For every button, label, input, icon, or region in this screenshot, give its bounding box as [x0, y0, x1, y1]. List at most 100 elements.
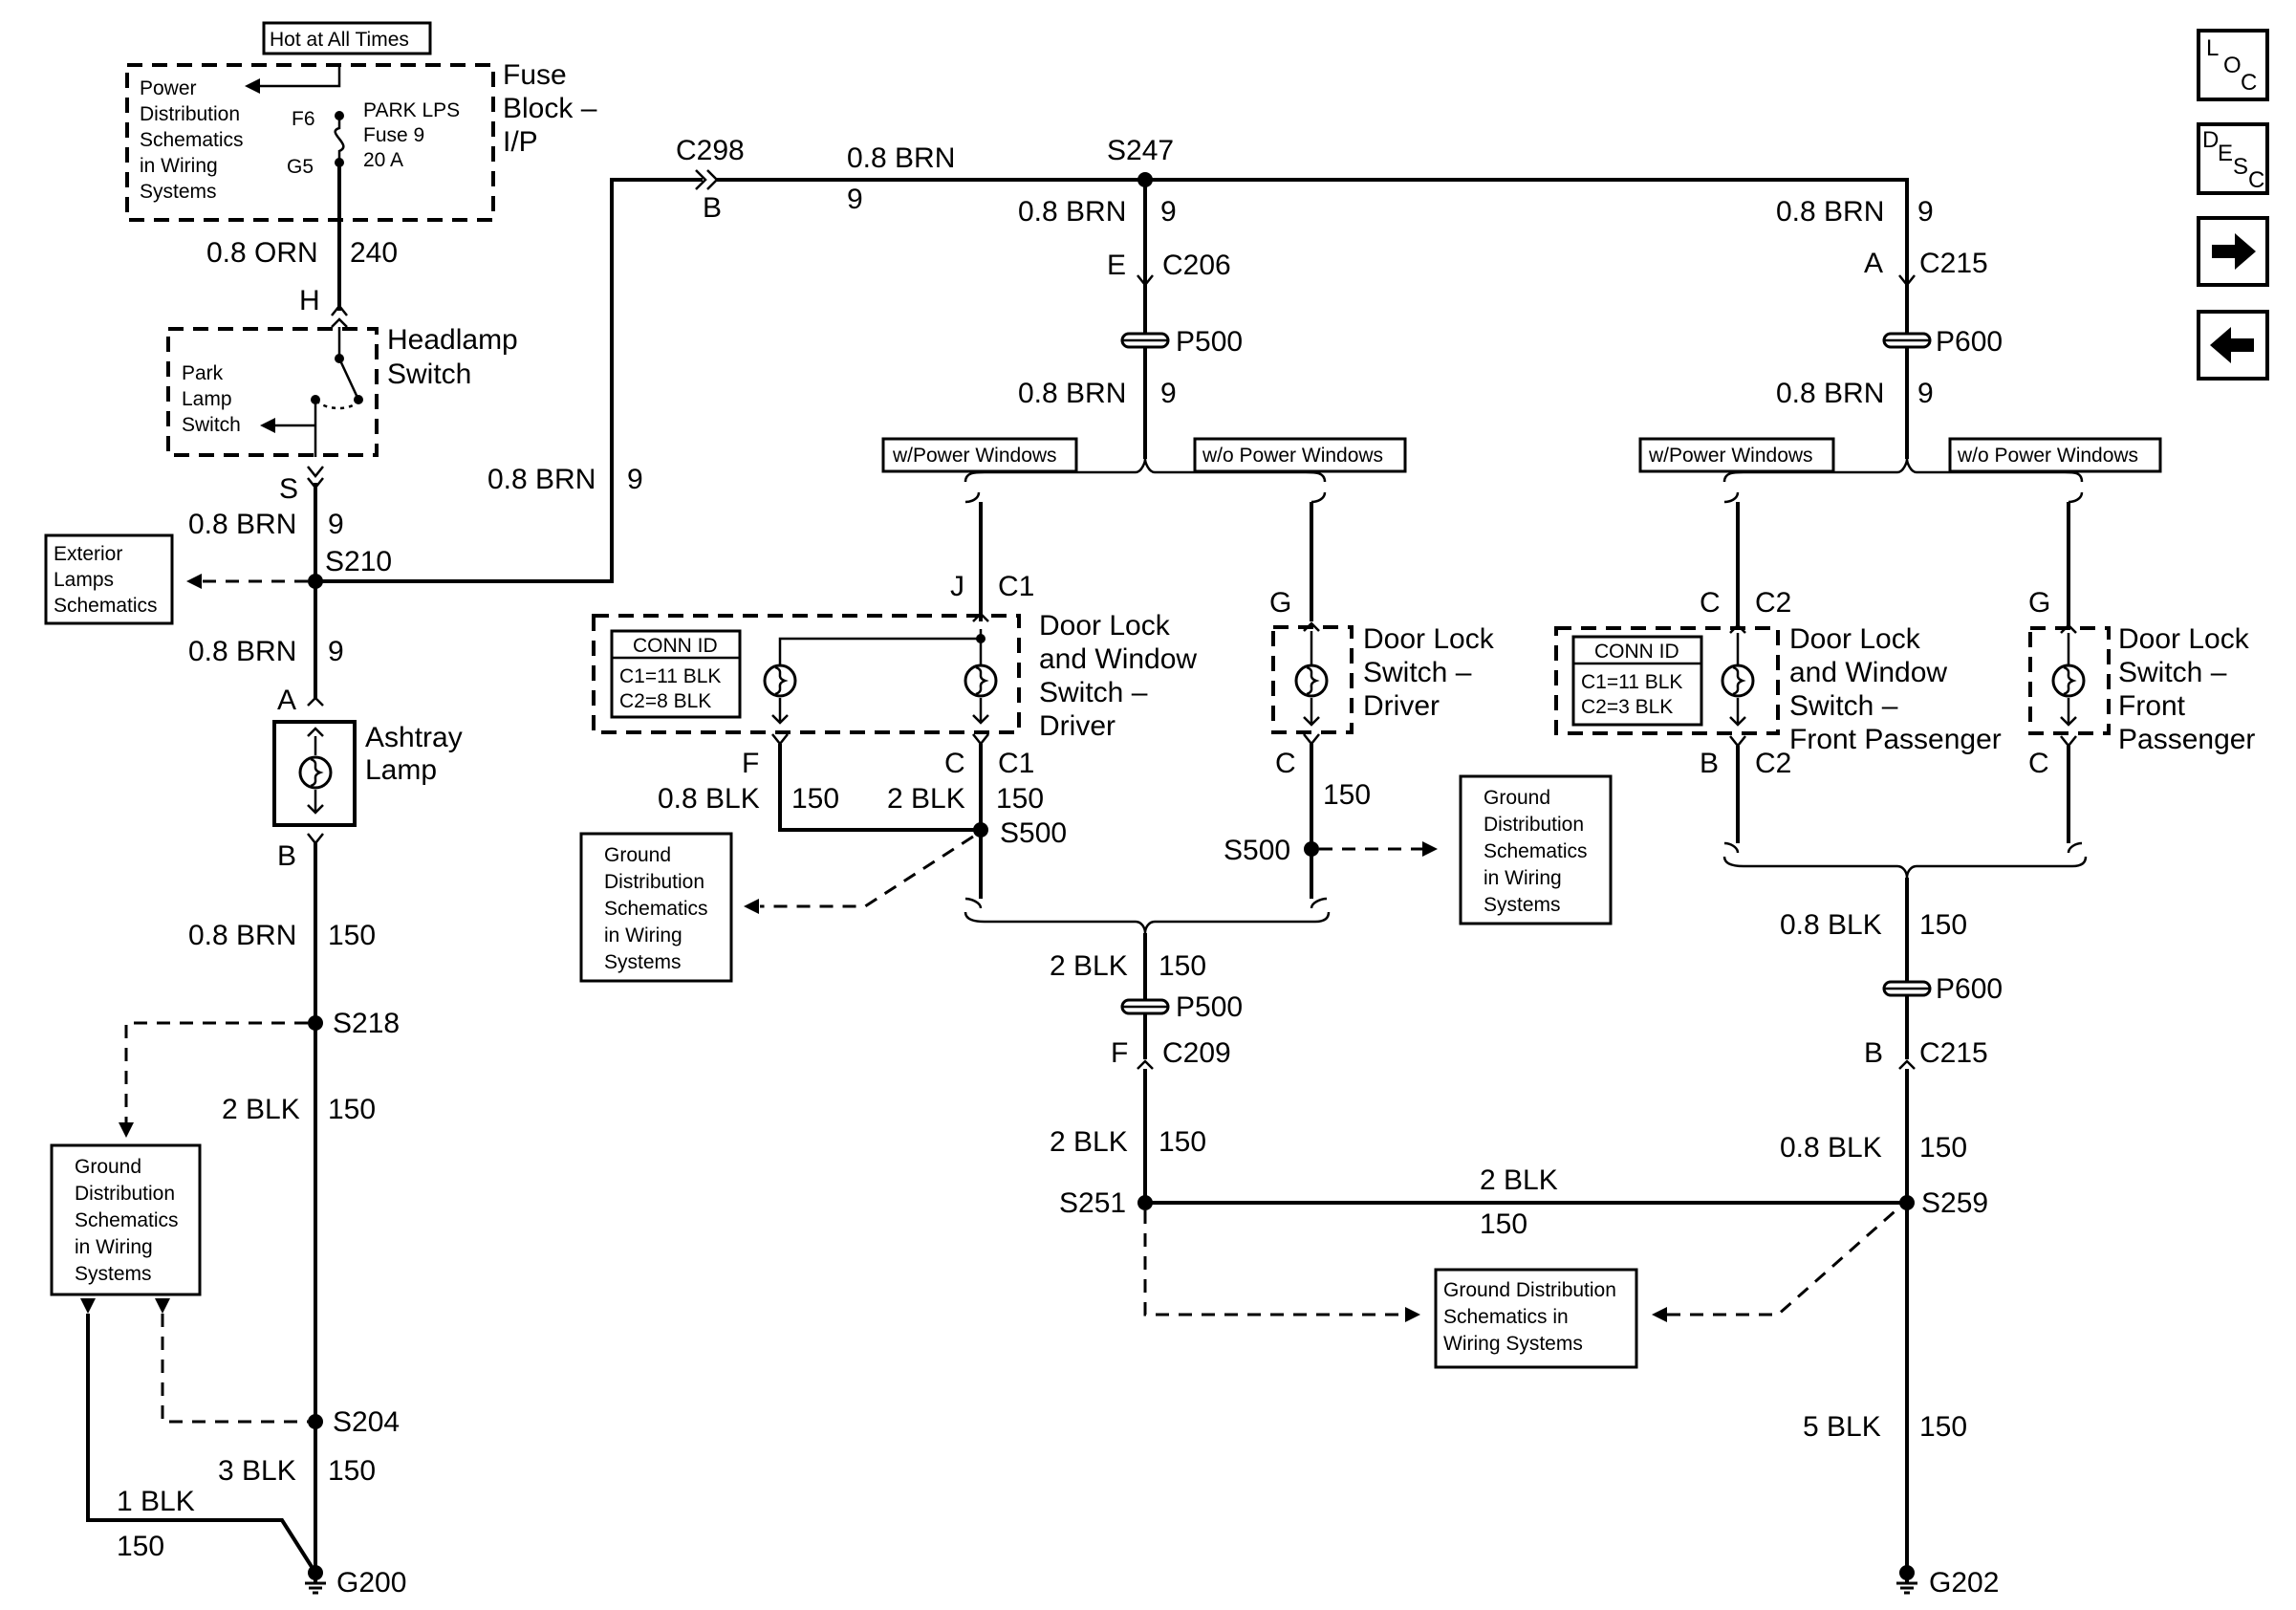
- wire-color-2blk: 2 BLK: [887, 783, 965, 815]
- dlw-driver-title-line1: Door Lock: [1039, 610, 1171, 642]
- ground-ref-line2[interactable]: Distribution: [604, 871, 704, 893]
- ground-ref-line5[interactable]: Systems: [1484, 894, 1561, 916]
- dlw-driver-title-line4: Driver: [1039, 710, 1116, 742]
- ground-ref-arrow-icon: [119, 1122, 134, 1138]
- ground-distribution-ref-box[interactable]: [1459, 774, 1613, 925]
- location-button-label[interactable]: O: [2223, 53, 2242, 78]
- pin-b: B: [1700, 748, 1719, 779]
- ground-ref-line5[interactable]: Systems: [604, 951, 682, 973]
- arrow-left-icon[interactable]: [2210, 327, 2254, 363]
- circuit-150: 150: [328, 920, 376, 951]
- description-button-label[interactable]: D: [2202, 127, 2219, 153]
- exterior-lamps-ref-line3[interactable]: Schematics: [54, 595, 158, 617]
- circuit-150: 150: [791, 783, 839, 815]
- wire-color-brn: 0.8 BRN: [1018, 378, 1126, 409]
- connector-icon: [771, 733, 789, 747]
- pin-h: H: [299, 285, 320, 316]
- connector-c209-label: C209: [1162, 1037, 1231, 1069]
- door-lock-window-switch-driver-outline: [592, 614, 1021, 734]
- description-button-label[interactable]: S: [2233, 154, 2248, 180]
- previous-page-button[interactable]: [2197, 310, 2269, 381]
- option-bracket: [964, 458, 1327, 483]
- headlamp-switch-outline: [166, 327, 379, 457]
- ground-ref-line4[interactable]: in Wiring: [75, 1236, 153, 1258]
- power-distribution-ref-line4[interactable]: in Wiring: [140, 155, 218, 177]
- ground-ref-line4[interactable]: in Wiring: [1484, 867, 1562, 889]
- ground-ref-line3[interactable]: Schematics: [1484, 840, 1588, 862]
- description-button-label[interactable]: E: [2218, 141, 2233, 166]
- power-distribution-ref-line2[interactable]: Distribution: [140, 103, 240, 125]
- inline-connector-p500: [1120, 998, 1170, 1015]
- ground-distribution-ref-box[interactable]: [1434, 1268, 1638, 1369]
- hot-at-all-times-box: [262, 21, 432, 55]
- ground-ref-line1[interactable]: Ground Distribution: [1443, 1279, 1616, 1301]
- pin-f: F: [742, 748, 759, 779]
- ground-ref-line2[interactable]: Schematics in: [1443, 1306, 1569, 1328]
- connector-c206-label: C206: [1162, 250, 1231, 281]
- motor-icon: [2051, 664, 2086, 698]
- conn-id-c1: C1=11 BLK: [619, 665, 721, 687]
- ground-ref-line3[interactable]: Schematics: [75, 1209, 179, 1231]
- pin-s: S: [279, 473, 298, 505]
- connector-c1-label: C1: [998, 571, 1034, 602]
- dlw-pass-title-line1: Door Lock: [1789, 623, 1921, 655]
- location-button[interactable]: L O C: [2197, 29, 2269, 101]
- splice-s259: [1899, 1195, 1915, 1210]
- description-button[interactable]: D E S C: [2197, 122, 2269, 195]
- motor-icon: [964, 664, 998, 698]
- ground-ref-line1[interactable]: Ground: [1484, 787, 1550, 809]
- location-button-label[interactable]: C: [2241, 70, 2257, 96]
- inline-connector-p600: [1882, 332, 1932, 349]
- park-lamp-switch-ref-line3[interactable]: Switch: [182, 414, 241, 436]
- connector-c2-label: C2: [1755, 587, 1791, 619]
- park-lamp-switch-ref-line2[interactable]: Lamp: [182, 388, 232, 410]
- dlw-pass-title-line3: Switch –: [1789, 690, 1898, 722]
- option-bracket: [1722, 856, 2088, 879]
- dls-pass-title-line4: Passenger: [2118, 724, 2255, 755]
- connector-c2-label: C2: [1755, 748, 1791, 779]
- pin-b: B: [703, 192, 722, 224]
- next-page-button[interactable]: [2197, 216, 2269, 287]
- arrow-right-icon[interactable]: [2212, 233, 2256, 270]
- ground-distribution-ref-box[interactable]: [50, 1143, 202, 1296]
- description-button-label[interactable]: C: [2248, 167, 2264, 193]
- wire-150-f: [778, 744, 981, 832]
- conn-id-box-pass: [1571, 635, 1703, 727]
- splice-s218-label: S218: [333, 1008, 400, 1039]
- headlamp-switch-title-line1: Headlamp: [387, 324, 518, 356]
- ground-ref-line1[interactable]: Ground: [75, 1156, 141, 1178]
- splice-s500-b-label: S500: [1224, 835, 1290, 866]
- connector-p600-label: P600: [1936, 973, 2003, 1005]
- power-distribution-ref-line5[interactable]: Systems: [140, 181, 217, 203]
- ground-distribution-ref-box[interactable]: [579, 832, 733, 983]
- power-distribution-ref-line3[interactable]: Schematics: [140, 129, 244, 151]
- door-lock-switch-pass-outline: [2028, 626, 2111, 735]
- park-lamp-switch-ref-line1[interactable]: Park: [182, 362, 224, 384]
- bulb-icon: [298, 755, 333, 790]
- ground-icon: [1895, 1581, 1919, 1595]
- connector-icon: [1137, 1059, 1154, 1070]
- ground-ref-line5[interactable]: Systems: [75, 1263, 152, 1285]
- dls-driver-title-line2: Switch –: [1363, 657, 1472, 688]
- fuse-block-outline: [125, 63, 495, 222]
- pin-a: A: [277, 685, 296, 716]
- exterior-lamps-ref-line1[interactable]: Exterior: [54, 543, 122, 565]
- ground-ref-line3[interactable]: Wiring Systems: [1443, 1333, 1583, 1355]
- wire-color-brn: 0.8 BRN: [188, 509, 296, 540]
- conn-id-title: CONN ID: [1594, 641, 1679, 663]
- ground-ref-arrow-icon: [1422, 841, 1438, 857]
- connector-c298-label: C298: [676, 135, 745, 166]
- ground-ref-line4[interactable]: in Wiring: [604, 925, 682, 946]
- door-lock-switch-driver-outline: [1271, 625, 1354, 734]
- pin-c: C: [2028, 748, 2049, 779]
- ground-ref-line2[interactable]: Distribution: [1484, 814, 1584, 836]
- location-button-label[interactable]: L: [2206, 35, 2219, 61]
- ground-ref-line2[interactable]: Distribution: [75, 1183, 175, 1205]
- exterior-lamps-ref-box[interactable]: [44, 533, 174, 625]
- exterior-lamps-ref-line2[interactable]: Lamps: [54, 569, 114, 591]
- ground-ref-line1[interactable]: Ground: [604, 844, 671, 866]
- circuit-9: 9: [328, 509, 344, 540]
- power-distribution-ref-line1[interactable]: Power: [140, 77, 197, 99]
- option-wo-power-windows-label: w/o Power Windows: [1202, 445, 1383, 467]
- ground-ref-line3[interactable]: Schematics: [604, 898, 708, 920]
